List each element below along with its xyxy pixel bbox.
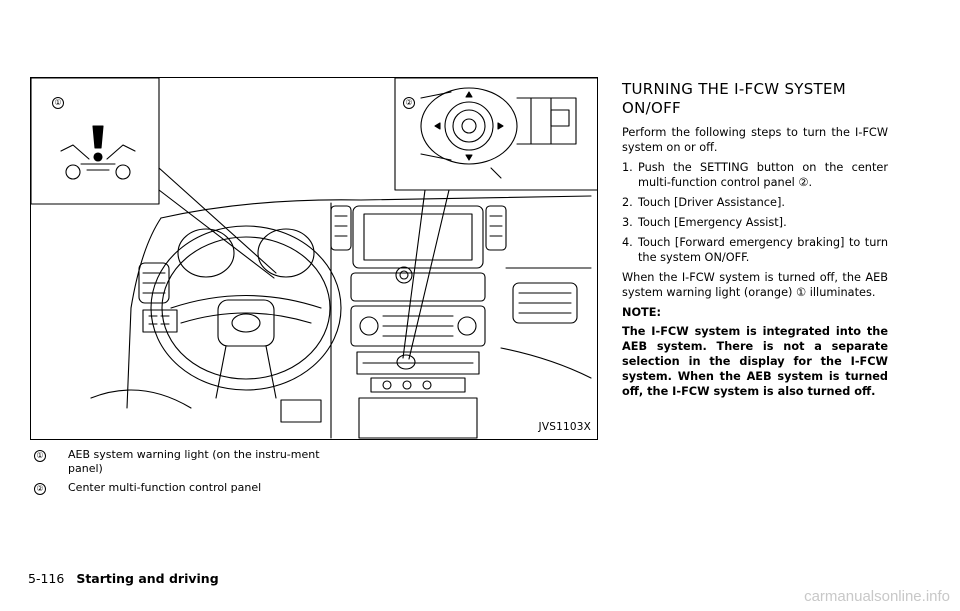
step-number: 4. [622,236,633,249]
legend-item: ① AEB system warning light (on the instr… [34,448,324,476]
figure-legend: ① AEB system warning light (on the instr… [34,448,324,500]
step-text: Touch [Emergency Assist]. [638,216,787,229]
note-text: The I-FCW system is integrated into the … [622,325,888,398]
section-column: TURNING THE I-FCW SYSTEM ON/OFF Perform … [622,80,888,403]
callout-2: ② [403,97,415,109]
step-item: 1. Push the SETTING button on the center… [622,160,888,190]
watermark: carmanualsonline.info [804,588,950,605]
after-paragraph: When the I-FCW system is turned off, the… [622,271,888,299]
dashboard-illustration [31,78,597,439]
legend-item: ② Center multi-function control panel [34,481,324,495]
legend-number: ① [34,450,46,462]
footer-section-title: Starting and driving [76,571,219,586]
section-heading: TURNING THE I-FCW SYSTEM ON/OFF [622,80,847,117]
step-text: Push the SETTING button on the center mu… [638,161,888,189]
legend-text: Center multi-function control panel [68,481,262,494]
aeb-warning-light-icon [60,125,136,180]
note-label: NOTE: [622,306,661,319]
step-number: 3. [622,216,633,229]
step-item: 2. Touch [Driver Assistance]. [622,195,888,210]
callout-1: ① [52,97,64,109]
step-text: Touch [Forward emergency braking] to tur… [638,236,888,264]
page-number: 5-116 [28,571,65,586]
intro-paragraph: Perform the following steps to turn the … [622,126,888,154]
legend-text: AEB system warning light (on the instru-… [68,448,320,475]
step-number: 2. [622,196,633,209]
step-item: 4. Touch [Forward emergency braking] to … [622,235,888,265]
page-footer: 5-116 Starting and driving [28,571,219,586]
step-text: Touch [Driver Assistance]. [638,196,785,209]
control-panel-inset [420,87,577,179]
figure-id-label: JVS1103X [538,421,591,433]
legend-number: ② [34,483,46,495]
step-number: 1. [622,161,633,174]
step-item: 3. Touch [Emergency Assist]. [622,215,888,230]
illustration-figure: ① ② JVS1103X [30,77,598,440]
